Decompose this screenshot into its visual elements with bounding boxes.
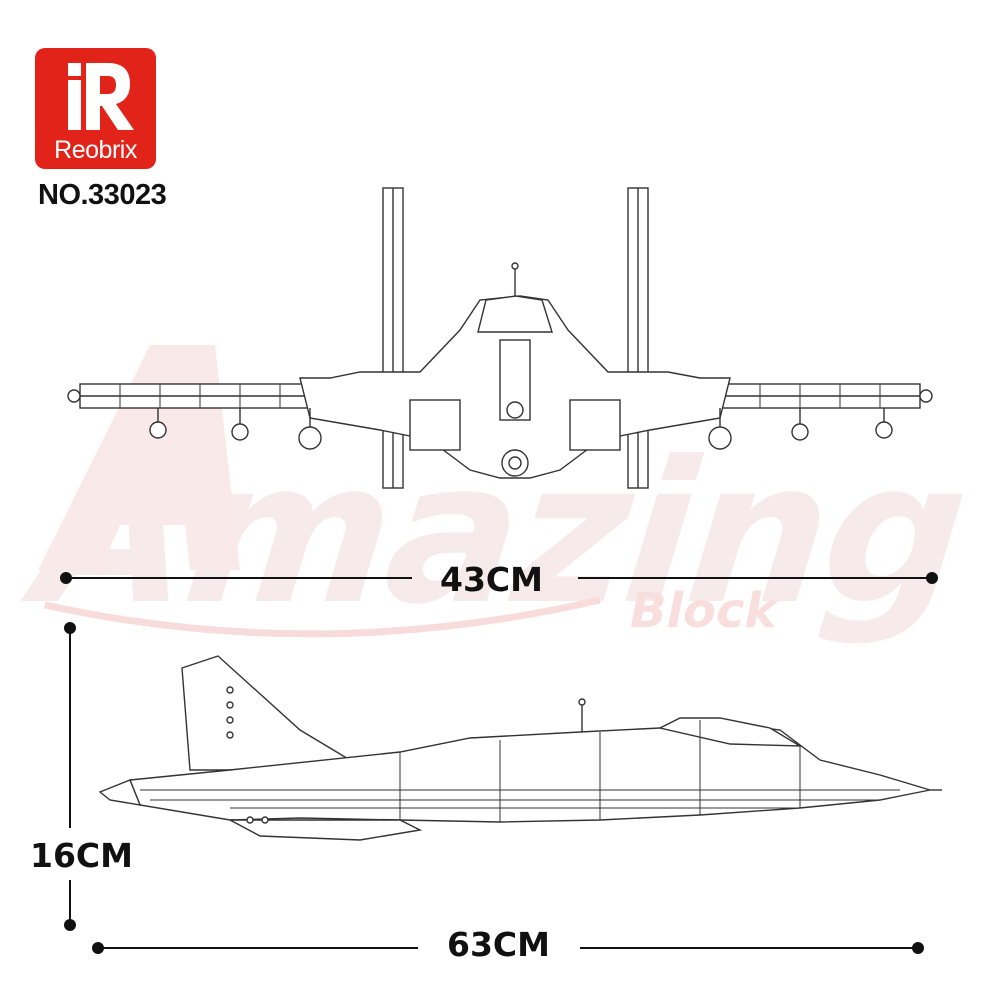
jet-front-view [67, 187, 933, 489]
length-dimension-line [92, 942, 924, 954]
watermark-block: Block [630, 583, 777, 639]
reobrix-logo-mark [68, 63, 134, 130]
height-label: 16CM [30, 836, 133, 875]
brand-name: Reobrix [54, 136, 137, 164]
width-label: 43CM [440, 560, 543, 599]
watermark-arc [44, 596, 601, 638]
width-dimension-line [60, 572, 938, 584]
height-dimension-line [64, 622, 76, 931]
jet-side-view [98, 655, 942, 841]
model-number: NO.33023 [38, 179, 167, 211]
watermark-a-shape [38, 345, 240, 570]
length-label: 63CM [447, 925, 550, 964]
